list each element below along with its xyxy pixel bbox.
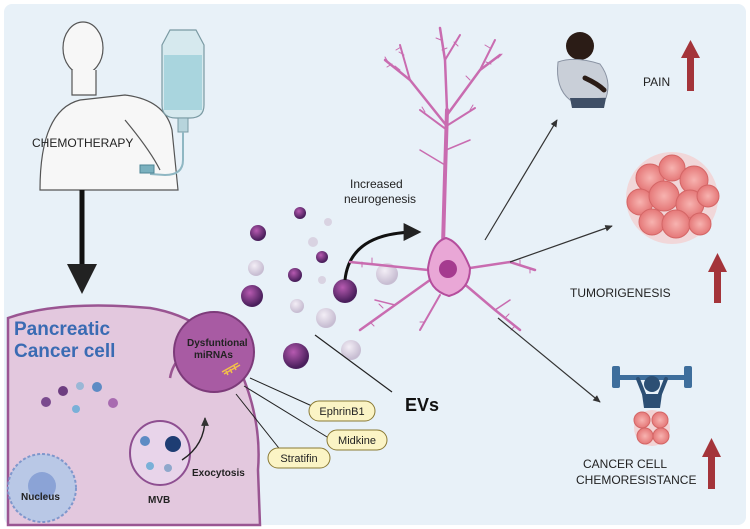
exocytosis-arrow <box>181 417 209 461</box>
dysfunctional-label-line1: Dysfuntional <box>187 338 248 349</box>
protein-tag-ephrinb1: EphrinB1 <box>308 400 376 422</box>
neuron-spines <box>361 37 531 331</box>
dysfunctional-label-line2: miRNAs <box>194 350 233 361</box>
iv-bag <box>139 29 205 177</box>
pancreatic-title-line2: Cancer cell <box>14 341 115 362</box>
protein-connectors <box>235 377 333 453</box>
chemoresistance-label-line2: CHEMORESISTANCE <box>576 473 696 487</box>
chemoresistance-label-line1: CANCER CELL <box>583 457 667 471</box>
ev-cluster <box>241 207 398 369</box>
protein-label: EphrinB1 <box>319 406 364 418</box>
chemoresistance-arrow <box>497 317 601 403</box>
evs-label: EVs <box>405 395 439 415</box>
protein-tag-midkine: Midkine <box>326 429 388 451</box>
tumorigenesis-label: TUMORIGENESIS <box>570 286 671 300</box>
tumorigenesis-arrow <box>509 225 613 263</box>
intracellular-vesicles <box>41 382 118 413</box>
neurogenesis-label-line1: Increased <box>350 177 403 191</box>
protein-tag-stratifin: Stratifin <box>267 447 331 469</box>
mvb-label: MVB <box>148 495 170 506</box>
chemoresistance-up-arrow <box>702 438 721 489</box>
mvb <box>129 420 191 486</box>
pain-label: PAIN <box>643 75 670 89</box>
protein-label: Stratifin <box>280 453 317 465</box>
pain-arrow <box>484 119 558 241</box>
neurogenesis-label-line2: neurogenesis <box>344 192 416 206</box>
mirna-vesicle <box>173 311 255 393</box>
pancreatic-title-line1: Pancreatic <box>14 319 111 340</box>
neuron-nucleus <box>439 260 457 278</box>
evs-pointer <box>314 334 393 393</box>
pain-up-arrow <box>681 40 700 91</box>
tumorigenesis-up-arrow <box>708 253 727 303</box>
chemotherapy-label: CHEMOTHERAPY <box>32 136 133 150</box>
tumor-mass <box>626 152 720 244</box>
weightlifter-tumor <box>612 366 692 446</box>
nucleus-label: Nucleus <box>21 492 60 503</box>
exocytosis-label: Exocytosis <box>192 468 245 479</box>
neurogenesis-arrow <box>343 223 422 281</box>
protein-label: Midkine <box>338 435 376 447</box>
nucleus <box>7 453 77 523</box>
pain-person <box>557 32 609 108</box>
